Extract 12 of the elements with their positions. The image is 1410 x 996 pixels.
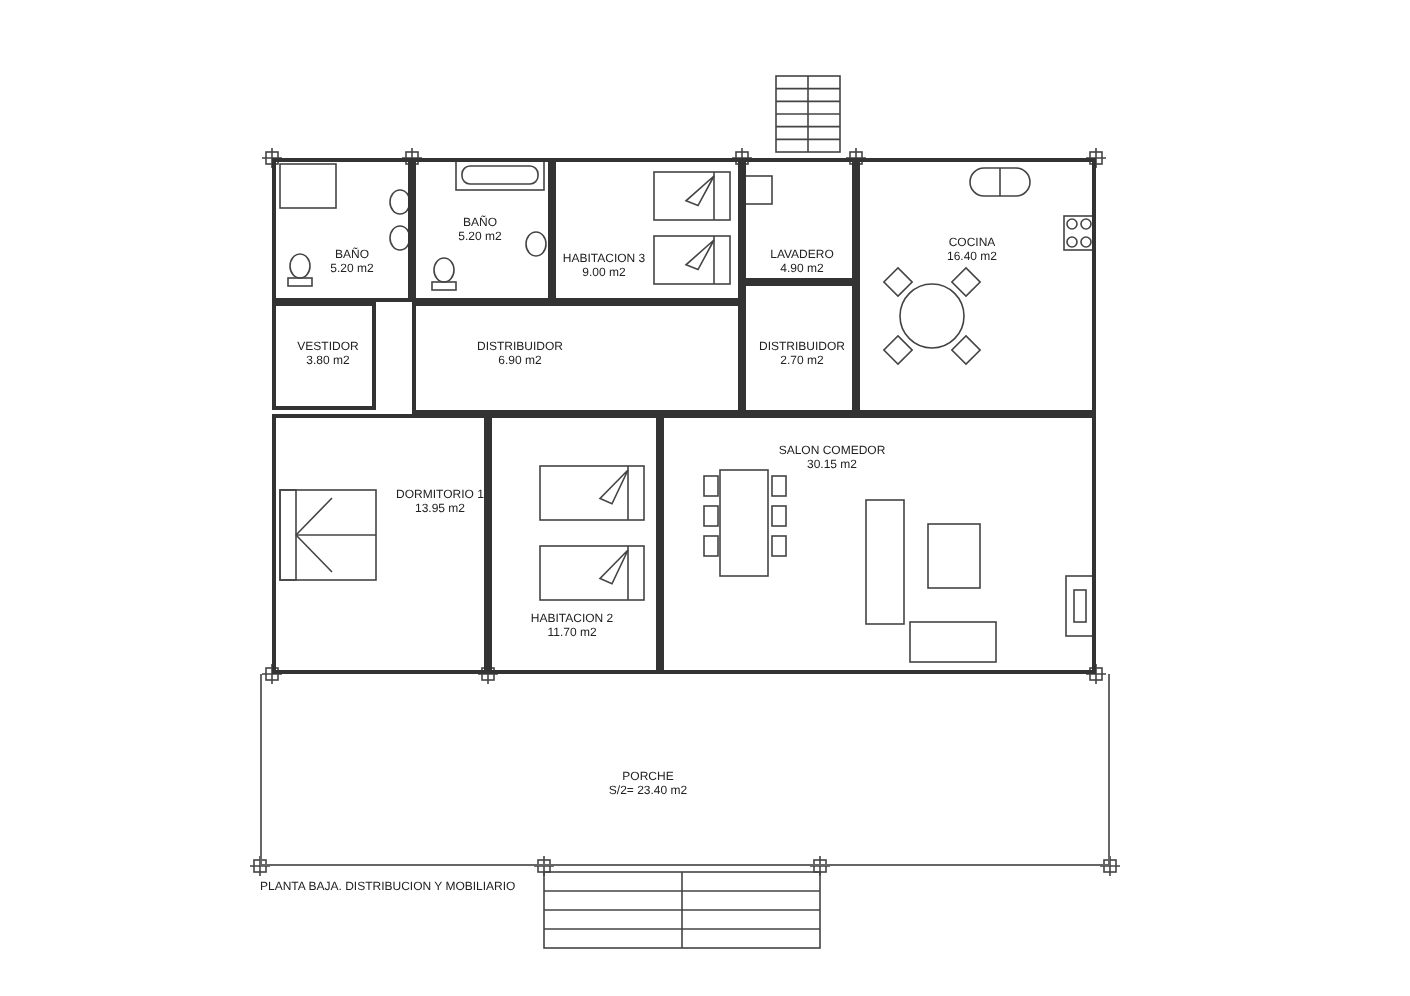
porch-area — [260, 674, 1110, 866]
room-area — [742, 158, 856, 282]
room-area — [488, 414, 660, 674]
room-area — [272, 302, 376, 410]
room-area — [552, 158, 742, 302]
room-area — [742, 282, 856, 414]
room-area — [660, 414, 1096, 674]
room-area — [272, 158, 412, 302]
room-area — [856, 158, 1096, 414]
room-area — [272, 414, 488, 674]
room-area — [412, 158, 552, 302]
room-area — [412, 302, 742, 414]
